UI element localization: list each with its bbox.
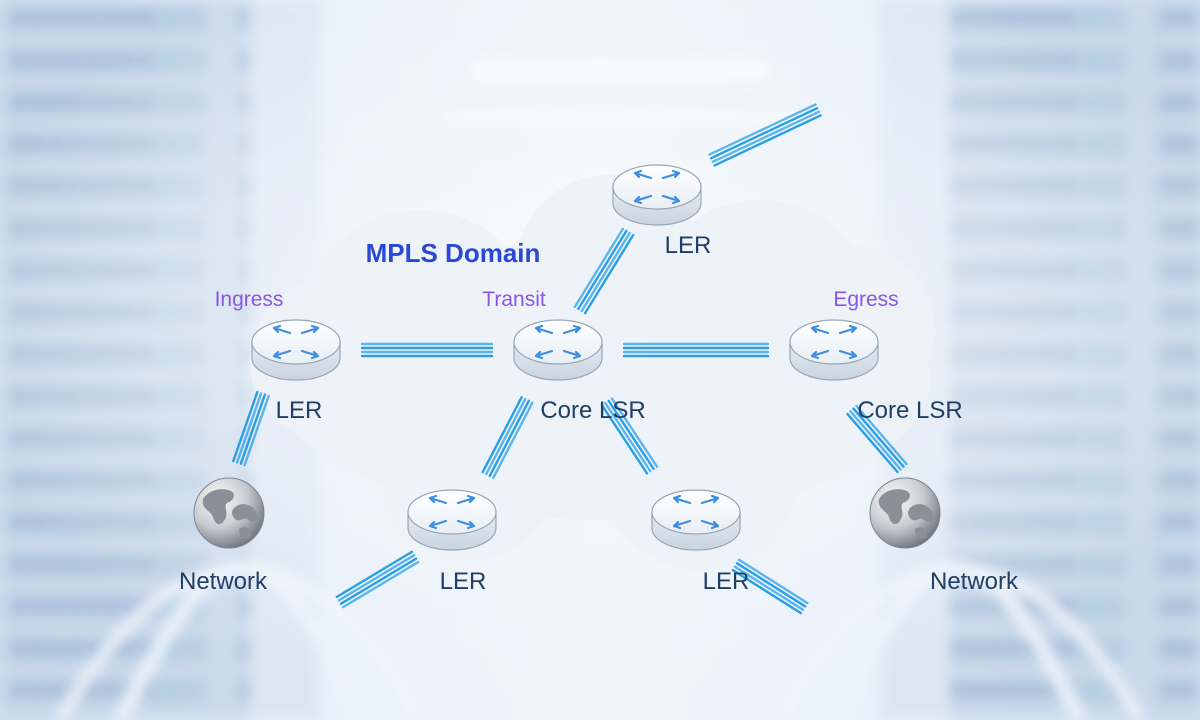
globe-icon-network-right[interactable] <box>869 477 941 549</box>
node-label-core-lsr-egress: Core LSR <box>857 397 963 424</box>
link-ler-top-to-outside-strand <box>713 114 822 167</box>
domain-title: MPLS Domain <box>365 238 541 268</box>
link-ler-bottom-left-to-outside-strand <box>335 550 414 599</box>
link-ler-ingress-to-network-left-strand <box>235 392 263 464</box>
link-transit-to-ler-bottom-right <box>600 397 659 475</box>
link-ler-ingress-to-network-left-strand <box>239 393 267 465</box>
link-transit-to-ler-bottom-right-strand <box>600 404 649 475</box>
link-transit-to-ler-bottom-left <box>481 396 534 479</box>
node-label-ler-bottom-right: LER <box>702 568 750 595</box>
link-ler-bottom-right-to-outside-strand <box>738 558 809 605</box>
router-icon-core-lsr-transit[interactable] <box>512 318 604 382</box>
router-icon-ler-bottom-left[interactable] <box>406 488 498 552</box>
link-core-lsr-egress-to-network-right-strand <box>852 407 905 468</box>
link-transit-to-ler-bottom-right-strand <box>610 397 659 468</box>
link-ler-bottom-left-to-outside <box>335 550 420 609</box>
link-core-lsr-egress-to-network-right-strand <box>849 410 902 471</box>
link-transit-to-ler-top-strand <box>577 229 628 311</box>
link-ler-top-to-outside-strand <box>709 106 819 160</box>
link-core-lsr-egress-to-network-right-strand <box>846 412 899 474</box>
link-ler-bottom-right-to-outside-strand <box>733 565 805 611</box>
link-transit-to-ler-bottom-right-strand <box>604 401 652 473</box>
role-label-egress: Egress <box>833 288 899 311</box>
link-core-lsr-egress-to-network-right-strand <box>855 404 908 466</box>
link-ler-ingress-to-network-left-strand <box>243 394 270 467</box>
router-icon-core-lsr-egress[interactable] <box>788 318 880 382</box>
node-label-ler-top: LER <box>664 232 712 259</box>
link-transit-to-ler-top-strand <box>580 231 631 313</box>
link-transit-to-ler-bottom-left-strand <box>488 399 530 478</box>
role-label-ingress: Ingress <box>214 288 284 311</box>
link-transit-to-ler-top-strand <box>583 233 635 315</box>
node-label-network-right: Network <box>929 568 1019 595</box>
router-icon-ler-top[interactable] <box>611 163 703 227</box>
globe-icon-network-left[interactable] <box>193 477 265 549</box>
link-transit-to-ler-bottom-left-strand <box>492 401 534 479</box>
link-ler-bottom-left-to-outside-strand <box>341 560 420 609</box>
links <box>232 103 908 615</box>
link-core-lsr-egress-to-network-right <box>846 404 908 474</box>
role-label-transit: Transit <box>482 288 546 311</box>
link-ler-bottom-left-to-outside-strand <box>339 557 418 605</box>
node-label-core-lsr-transit: Core LSR <box>540 397 646 424</box>
node-label-ler-bottom-left: LER <box>439 568 487 595</box>
link-ler-ingress-to-network-left-strand <box>232 390 259 463</box>
link-ler-bottom-right-to-outside-strand <box>731 568 802 615</box>
link-ingress-to-transit <box>360 342 494 358</box>
router-icon-ler-ingress[interactable] <box>250 318 342 382</box>
link-transit-to-ler-top <box>573 227 635 315</box>
link-transit-to-ler-bottom-left-strand <box>481 396 523 474</box>
router-icon-ler-bottom-right[interactable] <box>650 488 742 552</box>
link-ler-top-to-outside-strand <box>711 110 821 164</box>
link-ler-ingress-to-network-left <box>232 390 270 467</box>
link-ler-bottom-right-to-outside-strand <box>735 562 807 608</box>
link-ler-bottom-right-to-outside <box>731 558 809 615</box>
node-label-ler-ingress: LER <box>275 397 323 424</box>
link-ler-top-to-outside-strand <box>708 103 817 156</box>
link-ler-bottom-left-to-outside-strand <box>337 554 416 602</box>
link-transit-to-ler-top-strand <box>573 227 625 309</box>
link-transit-to-ler-bottom-left-strand <box>485 397 527 476</box>
link-transit-to-ler-bottom-right-strand <box>607 399 655 471</box>
link-transit-to-egress <box>622 342 770 358</box>
link-ler-top-to-outside <box>708 103 822 167</box>
node-label-network-left: Network <box>178 568 268 595</box>
